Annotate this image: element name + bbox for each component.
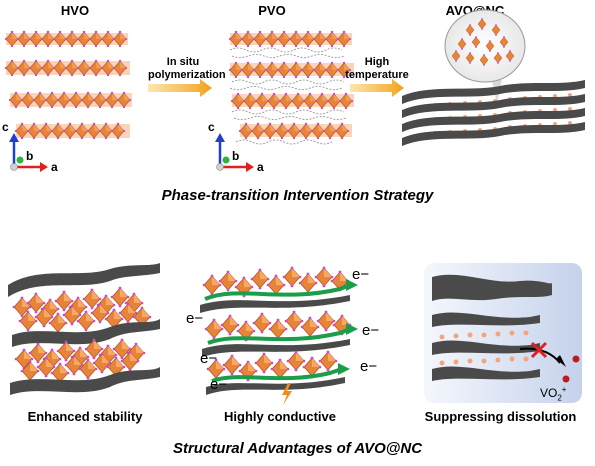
hvo-axis-a: a [51, 160, 58, 174]
pvo-layer-4 [238, 122, 352, 140]
electron-label-4: e− [200, 350, 218, 367]
caption-enhanced-stability: Enhanced stability [27, 409, 143, 424]
arrow2-text: High temperature [344, 56, 410, 82]
conductive-illustration [200, 266, 358, 405]
ion-label-main: VO [540, 386, 558, 400]
pvo-label: PVO [258, 3, 286, 18]
caption-highly-conductive: Highly conductive [224, 409, 336, 424]
temperature-arrow [350, 79, 404, 97]
hvo-layer-2 [4, 59, 130, 77]
vo2-ion-1 [572, 355, 580, 363]
bottom-scheme [8, 263, 582, 405]
pvo-axis-a: a [257, 160, 264, 174]
electron-label-1: e− [352, 266, 370, 283]
electron-label-3: e− [362, 322, 380, 339]
ion-label-sup: + [561, 385, 567, 394]
pvo-layers [228, 30, 354, 145]
arrow1-line1: In situ [166, 56, 200, 68]
strategy-title: Phase-transition Intervention Strategy [161, 187, 434, 204]
vo2-ion-label: VO2+ [540, 385, 566, 402]
dissolution-illustration [424, 263, 582, 403]
electron-label-5: e− [360, 358, 378, 375]
arrow1-line2: polymerization [148, 69, 226, 81]
pvo-layer-1 [228, 30, 352, 48]
polymerization-arrow [148, 79, 212, 97]
polymer-chains [229, 47, 347, 145]
arrow2-line2: temperature [345, 69, 409, 81]
pvo-axes [215, 133, 254, 172]
hvo-axis-c: c [2, 120, 9, 134]
blocked-x-icon [530, 341, 548, 359]
hvo-axis-b: b [26, 149, 34, 163]
avo-nc-sheets [402, 80, 585, 146]
ion-label-sub: 2 [557, 393, 562, 403]
conductive-path-1 [204, 283, 351, 301]
dissolution-arrow [519, 347, 561, 364]
electron-label-2: e− [186, 310, 204, 327]
hvo-layer-3 [8, 91, 132, 109]
caption-suppressing-dissolution: Suppressing dissolution [424, 409, 577, 424]
advantages-title: Structural Advantages of AVO@NC [172, 440, 423, 457]
pvo-layer-2 [228, 61, 354, 79]
conductive-path-3 [211, 367, 343, 383]
pvo-axis-c: c [208, 120, 215, 134]
lightning-icon [282, 383, 292, 405]
hvo-layer-1 [4, 30, 128, 48]
hvo-layers [4, 30, 132, 140]
arrow2-line1: High [364, 56, 390, 68]
arrow1-text: In situ polymerization [148, 56, 226, 82]
hvo-layer-4 [14, 122, 130, 140]
hvo-label: HVO [60, 3, 90, 18]
stability-illustration [8, 263, 160, 395]
pvo-axis-b: b [232, 149, 240, 163]
top-scheme [4, 9, 585, 172]
conductive-path-2 [207, 327, 351, 345]
vo2-ion-2 [562, 375, 570, 383]
hvo-axes [9, 133, 48, 172]
pvo-layer-3 [230, 92, 354, 110]
electron-label-6: e− [210, 376, 228, 393]
